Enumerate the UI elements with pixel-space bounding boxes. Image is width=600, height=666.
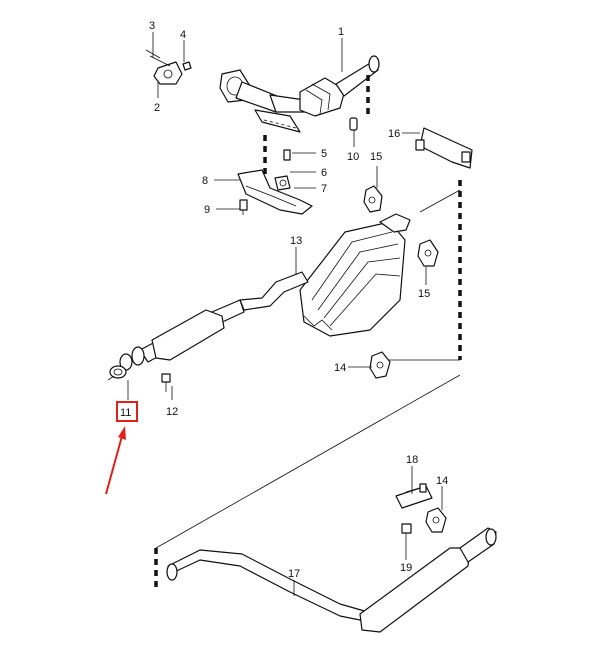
callout-6: 6 (321, 167, 327, 179)
leader-line (155, 374, 461, 549)
callout-9: 9 (204, 204, 210, 216)
part-hanger-rubber (417, 239, 439, 267)
callout-19: 19 (400, 562, 412, 574)
highlight-arrow (105, 435, 123, 495)
callout-14-lower: 14 (436, 475, 448, 487)
callout-10: 10 (347, 151, 359, 163)
highlighted-callout-11: 11 (105, 401, 138, 495)
highlight-box (116, 401, 138, 422)
part-rear-muffler-assembly (119, 213, 411, 371)
part-hanger-bracket (395, 483, 433, 509)
part-gasket-ring (107, 365, 127, 381)
part-bolt (161, 373, 171, 392)
callout-5: 5 (321, 148, 327, 160)
leader-lines (127, 32, 443, 596)
callout-15-lower: 15 (418, 288, 430, 300)
callout-4: 4 (180, 29, 186, 41)
callout-3: 3 (149, 20, 155, 32)
callout-1: 1 (338, 26, 344, 38)
part-gasket-flange (145, 49, 192, 85)
part-hanger-rubber (425, 507, 447, 533)
callout-14-upper: 14 (334, 362, 346, 374)
part-hanger-rubber (363, 185, 383, 213)
part-rear-bracket (415, 127, 473, 169)
highlight-arrow-head (118, 426, 126, 440)
callout-12: 12 (166, 406, 178, 418)
part-hanger-rubber (369, 351, 391, 379)
callout-labels: 1 3 4 2 5 6 7 8 9 10 15 16 13 15 14 12 1… (149, 20, 448, 580)
callout-15-upper: 15 (370, 151, 382, 163)
part-bolt (401, 523, 412, 542)
callout-17: 17 (288, 568, 300, 580)
leader-line (419, 189, 461, 213)
callout-7: 7 (321, 183, 327, 195)
callout-2: 2 (154, 102, 160, 114)
callout-16: 16 (388, 128, 400, 140)
part-front-pipe-catalytic-converter (219, 55, 380, 133)
callout-18: 18 (406, 454, 418, 466)
callout-11: 11 (120, 407, 131, 419)
callout-13: 13 (290, 235, 302, 247)
part-mounting-bracket (237, 149, 313, 215)
part-tail-pipe (166, 527, 497, 633)
part-mounting-stud (349, 117, 358, 131)
callout-8: 8 (202, 175, 208, 187)
